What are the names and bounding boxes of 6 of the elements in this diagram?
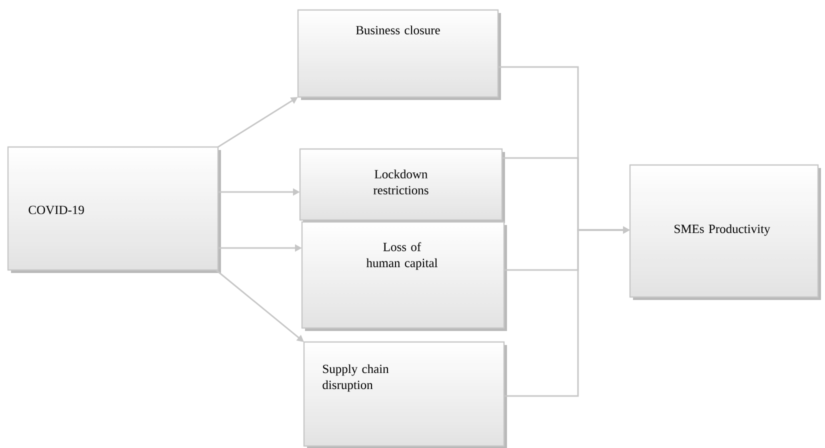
process-box: Business closure: [297, 9, 501, 100]
process-box: Supply chain disruption: [303, 341, 507, 448]
process-box: SMEs Productivity: [629, 164, 821, 300]
process-box: Loss of human capital: [301, 221, 507, 331]
process-box: COVID-19: [7, 146, 221, 273]
process-box: Lockdown restrictions: [299, 148, 505, 223]
